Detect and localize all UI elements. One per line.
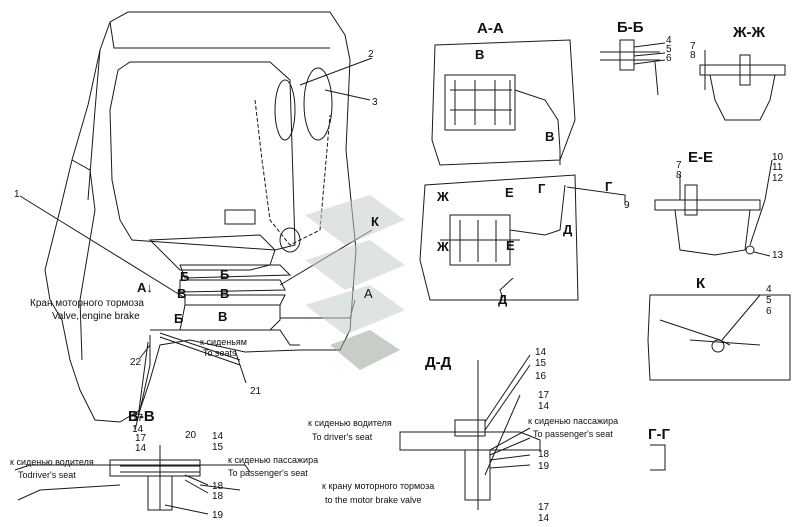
- part-number: 4: [766, 284, 772, 295]
- part-number: 6: [666, 53, 672, 64]
- part-number: 3: [372, 97, 378, 108]
- section-mark-b: Б: [220, 267, 230, 282]
- section-mark-b: Б: [174, 311, 184, 326]
- engine-brake-label-ru: Кран моторного тормоза: [30, 298, 144, 309]
- part-number: 8: [676, 170, 682, 181]
- section-title-zhzh: Ж-Ж: [733, 24, 766, 41]
- part-number: 11: [772, 162, 783, 173]
- section-title-gg: Г-Г: [648, 426, 671, 443]
- section-mark-g: Г: [605, 179, 613, 194]
- section-title-aa: А-А: [477, 20, 504, 37]
- detail-zh-e-outline: [419, 174, 579, 301]
- part-number: 1: [14, 189, 20, 200]
- section-mark-v: В: [177, 286, 187, 301]
- part-number: 14: [538, 401, 550, 412]
- part-number: 19: [212, 510, 224, 521]
- part-number: 14: [135, 443, 147, 454]
- motor-valve-label-en: to the motor brake valve: [325, 495, 422, 505]
- part-number: 15: [212, 442, 224, 453]
- vv-driver-seat-label-ru: к сиденью водителя: [10, 457, 94, 467]
- part-number: 15: [535, 358, 547, 369]
- section-title-bb: Б-Б: [617, 19, 644, 36]
- engine-brake-label-en: Valve, engine brake: [52, 311, 140, 322]
- section-mark-k: К: [371, 214, 379, 229]
- part-number: 17: [132, 413, 144, 424]
- part-number: 18: [212, 491, 224, 502]
- detail-k-outline: [647, 294, 791, 381]
- part-number: 12: [772, 173, 784, 184]
- to-seats-label-ru: к сиденьям: [200, 337, 247, 347]
- part-number: 7: [690, 41, 696, 52]
- part-number: 8: [690, 50, 696, 61]
- driver-seat-label-ru: к сиденью водителя: [308, 418, 392, 428]
- part-number: 9: [624, 200, 630, 211]
- driver-seat: [254, 99, 331, 246]
- view-arrow-a: А↓: [137, 280, 153, 295]
- part-number: 19: [538, 461, 550, 472]
- part-number: 14: [538, 513, 550, 524]
- section-mark-e: Е: [506, 238, 515, 253]
- vv-passenger-seat-label-en: To passenger's seat: [228, 468, 308, 478]
- section-mark-v: В: [545, 129, 555, 144]
- part-number: 22: [130, 357, 142, 368]
- view-mark-a: А: [364, 286, 373, 301]
- section-title-ee: Е-Е: [688, 149, 714, 166]
- section-title-k: К: [696, 275, 706, 292]
- section-mark-v: В: [475, 47, 485, 62]
- vv-driver-seat-label-en: Todriver's seat: [18, 470, 76, 480]
- detail-aa-outline: [431, 39, 576, 166]
- section-mark-e: Е: [505, 185, 514, 200]
- part-number: 10: [772, 152, 784, 163]
- section-mark-zh: Ж: [437, 239, 449, 254]
- passenger-seat-label-ru: к сиденью пассажира: [528, 416, 619, 426]
- part-number: 21: [250, 386, 262, 397]
- section-title-vv: В-В: [128, 408, 155, 425]
- section-mark-zh: Ж: [437, 189, 449, 204]
- part-number: 17: [538, 502, 550, 513]
- part-number: 17: [538, 390, 550, 401]
- part-number: 6: [766, 306, 772, 317]
- to-seats-label-en: To seats: [203, 348, 237, 358]
- section-mark-d: Д: [563, 222, 573, 237]
- watermark-logo: [305, 195, 405, 370]
- section-mark-d: Д: [498, 292, 508, 307]
- windshield: [109, 61, 296, 251]
- motor-valve-label-ru: к крану моторного тормоза: [322, 481, 435, 491]
- part-number: 5: [666, 44, 672, 55]
- part-number: 2: [368, 49, 374, 60]
- part-number: 13: [772, 250, 784, 261]
- part-number: 7: [676, 160, 682, 171]
- part-number: 16: [535, 371, 547, 382]
- part-number: 18: [212, 481, 224, 492]
- driver-seat-label-en: To driver's seat: [312, 432, 373, 442]
- section-mark-v: В: [220, 286, 230, 301]
- section-mark-v: В: [218, 309, 228, 324]
- section-title-dd: Д-Д: [425, 354, 452, 371]
- part-number: 20: [185, 430, 197, 441]
- vv-passenger-seat-label-ru: к сиденью пассажира: [228, 455, 319, 465]
- part-number: 14: [132, 424, 144, 435]
- part-number: 5: [766, 295, 772, 306]
- part-number: 14: [535, 347, 547, 358]
- section-mark-g: Г: [538, 181, 546, 196]
- part-number: 14: [212, 431, 224, 442]
- part-number: 18: [538, 449, 550, 460]
- section-mark-b: Б: [180, 269, 190, 284]
- part-number: 4: [666, 35, 672, 46]
- part-number: 17: [135, 433, 147, 444]
- passenger-seat-label-en: To passenger's seat: [533, 429, 613, 439]
